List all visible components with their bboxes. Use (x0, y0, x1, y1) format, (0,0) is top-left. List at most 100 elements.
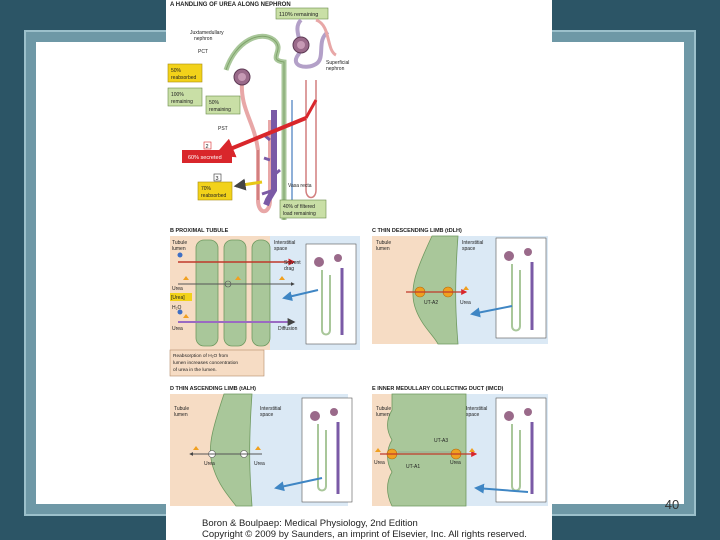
b-lumen-2: lumen (172, 246, 186, 252)
secreted-label: 60% secreted (188, 155, 222, 161)
d-lumen-1: Tubule (174, 406, 189, 412)
collecting-duct-branches (261, 133, 281, 196)
juxtamedullary-tubule-edge (225, 35, 285, 220)
filtered-load-2: load remaining (283, 211, 316, 217)
reabsorbed-70-box (197, 181, 233, 201)
filtered-load-1: 40% of filtered (283, 204, 315, 210)
vasa-recta (305, 80, 317, 199)
b-h2o: H₂O (172, 305, 182, 311)
marker-3-box (213, 173, 222, 182)
pst-label: PST (218, 126, 228, 132)
panel-b-title: B PROXIMAL TUBULE (170, 228, 229, 234)
d-inset-glomerulus (310, 411, 320, 421)
panel-c-title: C THIN DESCENDING LIMB (tDLH) (372, 228, 462, 234)
e-inset-glomerulus-2 (524, 408, 532, 416)
b-urea-2: Urea (172, 326, 183, 332)
d-urea-right: Urea (254, 461, 265, 467)
panel-d-title: D THIN ASCENDING LIMB (tALH) (170, 386, 256, 392)
panel-d: D THIN ASCENDING LIMB (tALH) Tubule lume… (170, 386, 353, 507)
pct-label: PCT (198, 49, 208, 55)
b-interstitial-2: space (274, 246, 288, 252)
superficial-label-1: Superficial (326, 60, 349, 66)
remaining-50-box (205, 95, 241, 115)
slide-number: 40 (664, 497, 680, 512)
reabsorbed-70-1: 70% (201, 186, 212, 192)
panel-a-title: A HANDLING OF UREA ALONG NEPHRON (170, 2, 291, 8)
e-interstitial-2: space (466, 412, 480, 418)
d-urea-left: Urea (204, 461, 215, 467)
urea-conc-box (170, 293, 192, 301)
remaining-50-2: remaining (209, 107, 231, 113)
e-urea-left: Urea (374, 460, 385, 466)
b-note-1: Reabsorption of H₂O from (173, 353, 228, 359)
b-note-3: of urea in the lumen. (173, 367, 217, 373)
superficial-label-2: nephron (326, 66, 345, 72)
panel-a: A HANDLING OF UREA ALONG NEPHRON 110% re… (167, 2, 349, 220)
e-cells (387, 393, 467, 507)
panel-b: B PROXIMAL TUBULE Tubule lumen Interstit… (169, 228, 360, 377)
d-urea-mol-1 (193, 446, 199, 450)
b-inset-pointer (282, 289, 319, 302)
d-interstitial-1: Interstitial (260, 406, 281, 412)
marker-2-box (203, 141, 212, 150)
c-urea: Urea (460, 300, 471, 306)
caption-line-2: Copyright © 2009 by Saunders, an imprint… (202, 529, 527, 540)
c-inset-glomerulus-2 (524, 248, 532, 256)
marker-2: 2 (206, 144, 209, 150)
remaining-100-2: remaining (171, 99, 193, 105)
figure-svg: A HANDLING OF UREA ALONG NEPHRON 110% re… (167, 2, 548, 507)
e-lumen-1: Tubule (376, 406, 391, 412)
b-note-box (169, 349, 265, 377)
b-urea: Urea (172, 286, 183, 292)
e-inset-glomerulus (504, 411, 514, 421)
vasa-recta-label: Vasa recta (288, 183, 312, 189)
solvent-drag-2: drag (284, 266, 294, 272)
reabsorbed-50-1: 50% (171, 68, 182, 74)
d-inset-pointer (274, 477, 323, 492)
e-urea-mol-1 (375, 448, 381, 452)
caption-line-1: Boron & Boulpaep: Medical Physiology, 2n… (202, 518, 418, 529)
e-uta1: UT-A1 (406, 464, 420, 470)
e-urea-right: Urea (450, 460, 461, 466)
d-lumen-2: lumen (174, 412, 188, 418)
d-inset-loop (317, 424, 327, 492)
c-uta2: UT-A2 (424, 300, 438, 306)
remaining-50-1: 50% (209, 100, 220, 106)
water-drops-b (177, 252, 183, 315)
remaining-100-1: 100% (171, 92, 184, 98)
b-note-2: lumen increases concentration (173, 360, 238, 366)
c-interstitial-1: Interstitial (462, 240, 483, 246)
c-inset-loop (511, 264, 521, 332)
e-uta3-top: UT-A3 (434, 438, 448, 444)
urea-conc: [Urea] (171, 295, 185, 301)
proximal-cells (195, 239, 271, 347)
urea-channel-b (224, 280, 232, 288)
panel-e: E INNER MEDULLARY COLLECTING DUCT (IMCD)… (372, 386, 548, 507)
juxtamedullary-label-2: nephron (194, 36, 213, 42)
panel-e-title: E INNER MEDULLARY COLLECTING DUCT (IMCD) (372, 386, 504, 392)
e-inset-pointer (474, 483, 529, 494)
c-inset-pointer (470, 305, 513, 318)
reabsorbed-50-box (167, 63, 203, 83)
e-interstitial-1: Interstitial (466, 406, 487, 412)
d-urea-mol-2 (255, 446, 261, 450)
b-inset-glomerulus (314, 257, 324, 267)
secretion-arrow (214, 116, 307, 158)
top-remaining-label: 110% remaining (279, 12, 318, 18)
secreted-box (182, 150, 232, 163)
remaining-100-box (167, 87, 203, 107)
c-lumen-2: lumen (376, 246, 390, 252)
b-interstitial-1: Interstitial (274, 240, 295, 246)
e-lumen-2: lumen (376, 412, 390, 418)
c-lumen-1: Tubule (376, 240, 391, 246)
reabsorption-arrow (233, 178, 263, 191)
superficial-loop (315, 18, 337, 57)
filtered-load-box (279, 199, 327, 219)
solvent-drag-1: Solvent (284, 260, 301, 266)
c-inset-glomerulus (504, 251, 514, 261)
c-interstitial-2: space (462, 246, 476, 252)
d-inset-glomerulus-2 (330, 408, 338, 416)
urea-molecules-b (183, 276, 285, 318)
figure-caption: Boron & Boulpaep: Medical Physiology, 2n… (202, 518, 552, 540)
d-cell (209, 393, 253, 507)
